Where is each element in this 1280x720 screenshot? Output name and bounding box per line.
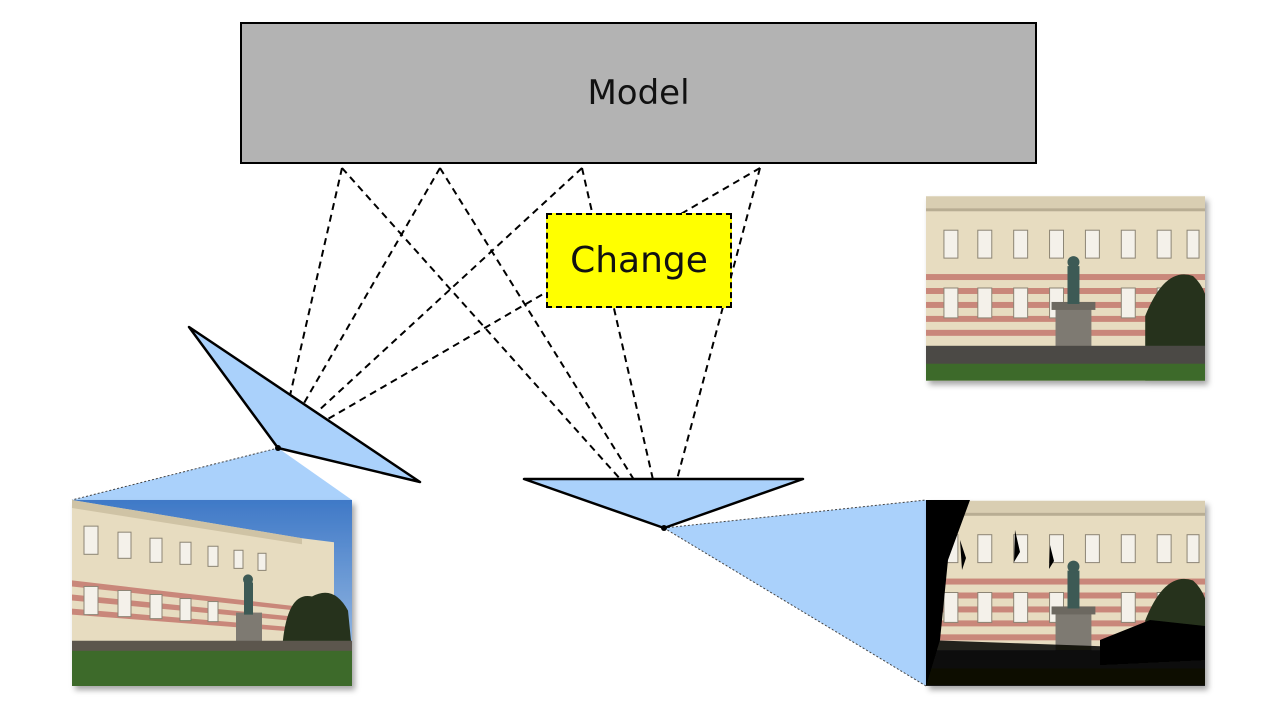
right-camera-icon <box>522 477 805 530</box>
left-camera-icon <box>187 325 422 484</box>
right-camera-projection <box>664 500 926 686</box>
left-camera-rays <box>277 167 761 449</box>
change-label: Change <box>570 240 708 281</box>
left-camera-center <box>275 445 281 451</box>
right-top-photo <box>926 196 1205 381</box>
left-camera-projection <box>72 448 352 500</box>
left-input-photo <box>72 500 352 686</box>
right-camera-center <box>661 525 667 531</box>
change-box: Change <box>546 213 732 308</box>
right-projection-edge-bottom <box>663 527 927 687</box>
left-projection-edge <box>71 447 279 501</box>
right-bottom-photo <box>926 500 1205 686</box>
model-box: Model <box>240 22 1037 164</box>
model-label: Model <box>587 73 690 113</box>
